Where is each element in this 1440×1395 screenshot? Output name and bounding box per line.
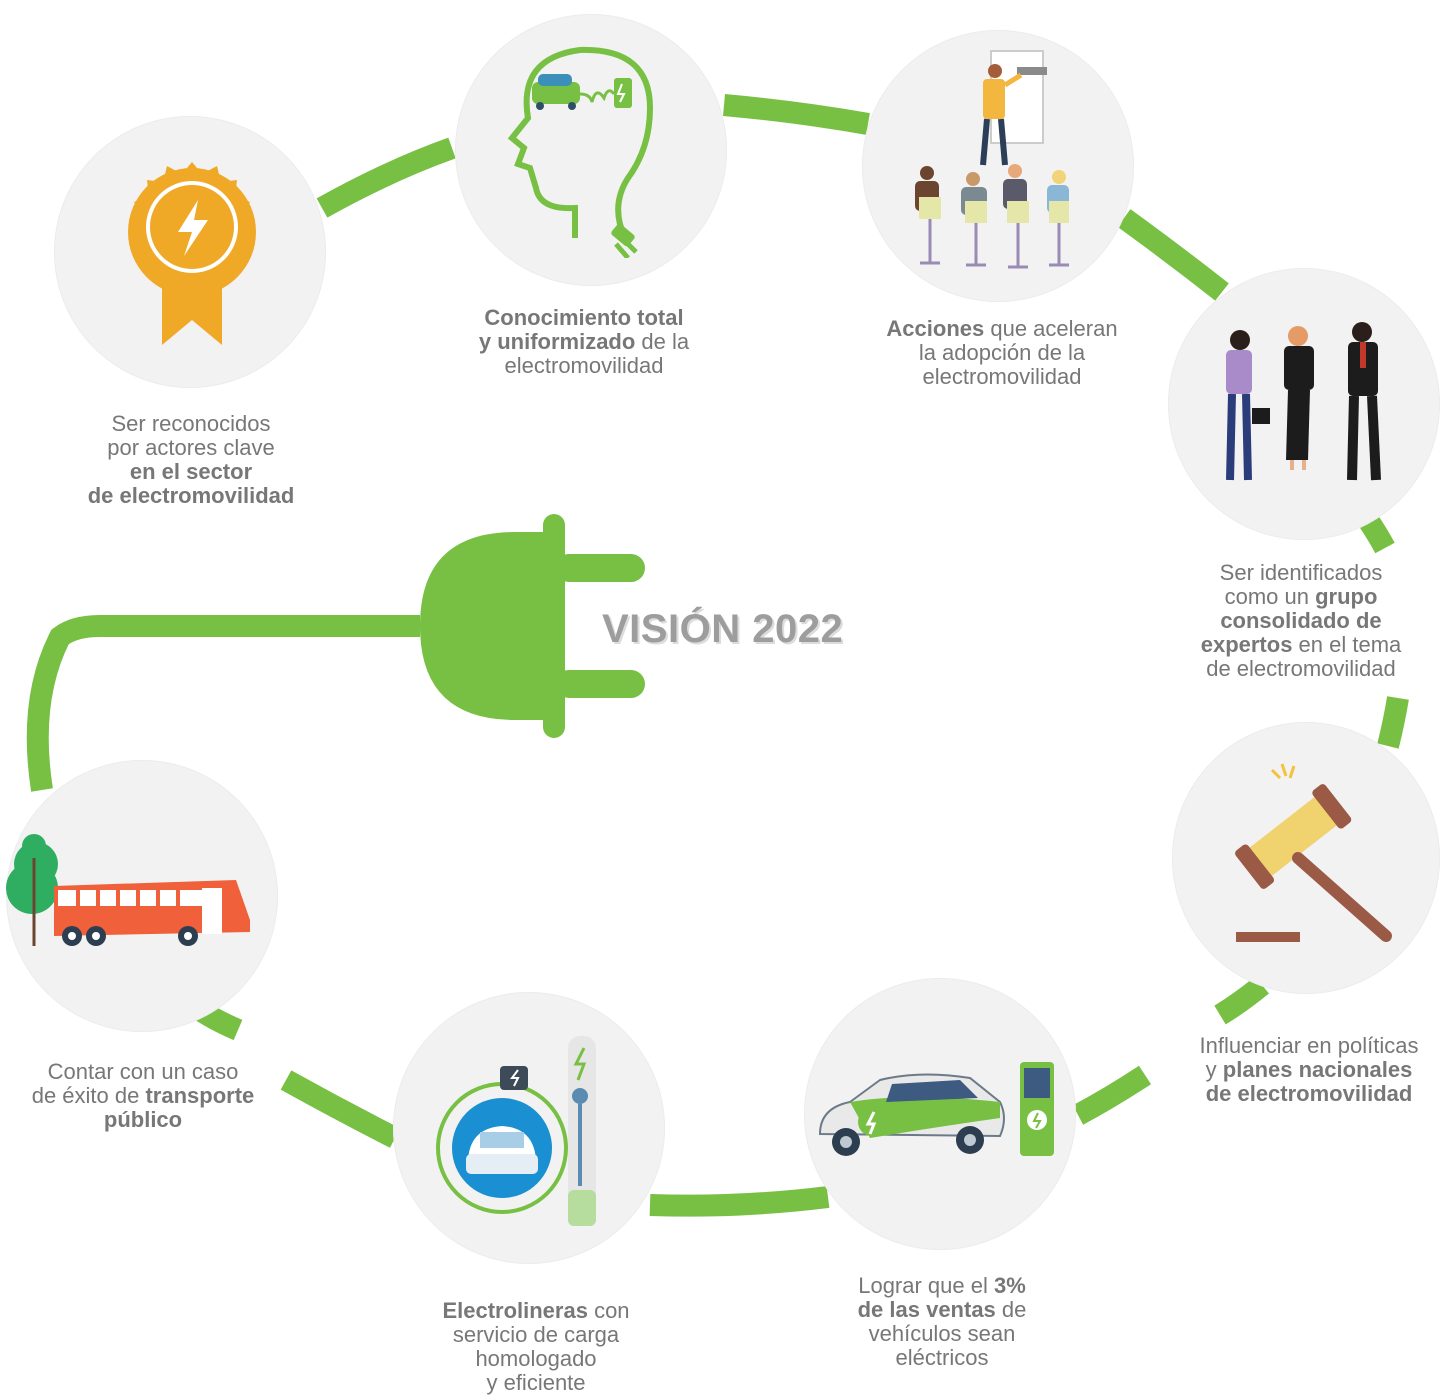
- label-text-bold: Acciones: [886, 316, 985, 341]
- label-line: como un grupo: [1176, 585, 1426, 609]
- label-text-bold: y uniformizado: [478, 329, 636, 354]
- label-text-bold: Electrolineras: [442, 1298, 588, 1323]
- label-text-bold: de las ventas: [857, 1297, 996, 1322]
- presentation-meeting-icon: [915, 50, 1069, 269]
- label-text: de éxito de: [31, 1083, 146, 1108]
- label-text: electromovilidad: [504, 353, 664, 378]
- label-line: Contar con un caso: [14, 1060, 272, 1084]
- label-line: y eficiente: [418, 1371, 654, 1395]
- label-line: y uniformizado de la: [444, 330, 724, 354]
- label-text: Influenciar en políticas: [1199, 1033, 1419, 1058]
- label-line: público: [14, 1108, 272, 1132]
- label-text: electromovilidad: [922, 364, 1082, 389]
- label-text: homologado: [475, 1346, 597, 1371]
- label-line: de electromovilidad: [62, 484, 320, 508]
- label-text: en el tema: [1292, 632, 1402, 657]
- label-text-bold: 3%: [993, 1273, 1026, 1298]
- label-text: como un: [1224, 584, 1316, 609]
- label-line: de las ventas de: [820, 1298, 1064, 1322]
- label-text: servicio de carga: [452, 1322, 620, 1347]
- label-line: eléctricos: [820, 1346, 1064, 1370]
- label-text-bold: planes nacionales: [1222, 1057, 1413, 1082]
- label-text: que aceleran: [984, 316, 1118, 341]
- label-text-bold: expertos: [1200, 632, 1293, 657]
- label-line: vehículos sean: [820, 1322, 1064, 1346]
- label-line: Influenciar en políticas: [1180, 1034, 1438, 1058]
- label-line: por actores clave: [62, 436, 320, 460]
- label-text: y eficiente: [486, 1370, 586, 1395]
- label-text: Contar con un caso: [47, 1059, 239, 1084]
- label-text-bold: de electromovilidad: [1205, 1081, 1413, 1106]
- label-text-bold: transporte: [145, 1083, 255, 1108]
- label-line: de electromovilidad: [1176, 657, 1426, 681]
- label-line: y planes nacionales: [1180, 1058, 1438, 1082]
- award-ribbon-icon: [128, 162, 256, 345]
- label-line: la adopción de la: [862, 341, 1142, 365]
- label-text: la adopción de la: [918, 340, 1086, 365]
- label-line: Ser identificados: [1176, 561, 1426, 585]
- electric-car-charger-icon: [818, 1062, 1054, 1156]
- label-text: con: [587, 1298, 630, 1323]
- label-text-bold: consolidado de: [1220, 608, 1382, 633]
- label-text: Lograr que el: [858, 1273, 994, 1298]
- business-people-icon: [1226, 322, 1381, 481]
- circle-knowledge: [455, 14, 727, 286]
- electric-bus-icon: [6, 834, 250, 946]
- label-line: consolidado de: [1176, 609, 1426, 633]
- label-line: de electromovilidad: [1180, 1082, 1438, 1106]
- label-text: de electromovilidad: [1206, 656, 1396, 681]
- label-text: eléctricos: [895, 1345, 989, 1370]
- label-text-bold: Conocimiento total: [484, 305, 684, 330]
- label-line: Conocimiento total: [444, 306, 724, 330]
- vision-title: VISIÓN 2022: [602, 607, 844, 651]
- label-text-bold: en el sector: [129, 459, 253, 484]
- label-text: de: [995, 1297, 1027, 1322]
- label-text: Ser identificados: [1219, 560, 1383, 585]
- label-line: electromovilidad: [444, 354, 724, 378]
- label-line: de éxito de transporte: [14, 1084, 272, 1108]
- head-ev-plug-icon: [507, 46, 654, 258]
- label-line: Ser reconocidos: [62, 412, 320, 436]
- label-line: servicio de carga: [418, 1323, 654, 1347]
- label-text-bold: grupo: [1315, 584, 1378, 609]
- plug-icon: [420, 514, 645, 738]
- label-line: expertos en el tema: [1176, 633, 1426, 657]
- label-line: Electrolineras con: [418, 1299, 654, 1323]
- label-line: en el sector: [62, 460, 320, 484]
- label-text: Ser reconocidos: [111, 411, 271, 436]
- label-text-bold: de electromovilidad: [87, 483, 295, 508]
- label-text: por actores clave: [107, 435, 275, 460]
- label-text: de la: [635, 329, 690, 354]
- label-line: electromovilidad: [862, 365, 1142, 389]
- label-text: y: [1205, 1057, 1223, 1082]
- label-line: Lograr que el 3%: [820, 1274, 1064, 1298]
- label-line: Acciones que aceleran: [862, 317, 1142, 341]
- label-text-bold: público: [103, 1107, 183, 1132]
- charging-station-icon: [436, 1036, 596, 1226]
- label-text: vehículos sean: [868, 1321, 1016, 1346]
- label-line: homologado: [418, 1347, 654, 1371]
- gavel-icon: [1235, 763, 1392, 942]
